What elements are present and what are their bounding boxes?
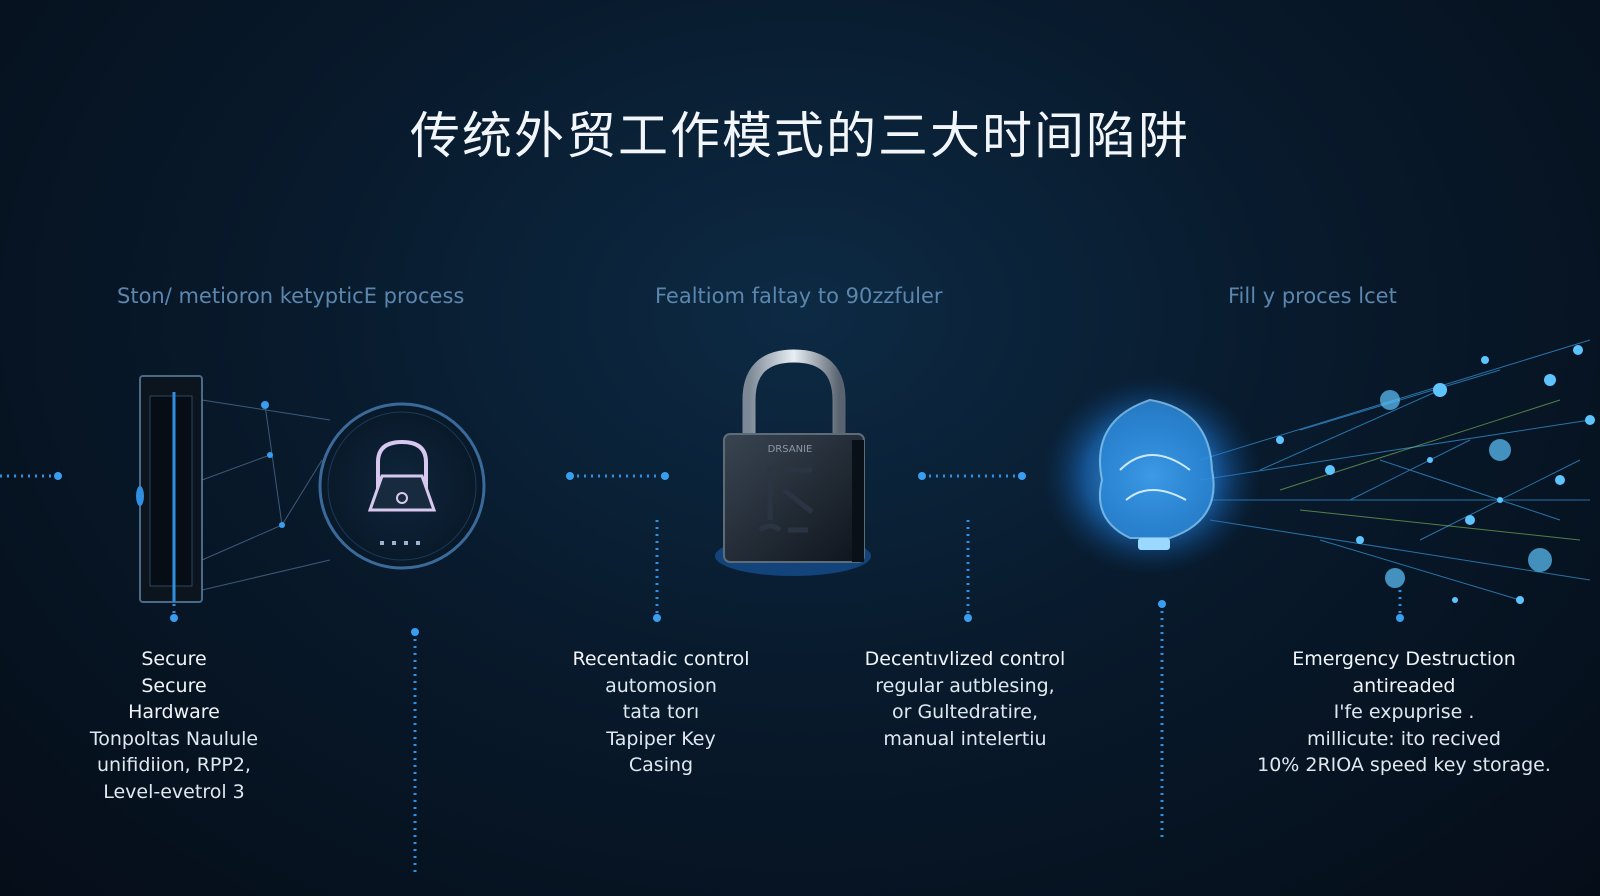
panel-2b-caption: Decentıvlized control regular autblesing…: [850, 646, 1080, 752]
particle-stream: [1199, 339, 1595, 604]
panel-3-heading: Fill y proces lcet: [1228, 284, 1397, 308]
panel-2-heading: Fealtiom faltay to 90zzfuler: [655, 284, 943, 308]
caption-line: tata torı: [622, 701, 700, 723]
caption-line: I'fe expuprise .: [1333, 701, 1475, 723]
caption-line: Secure: [141, 674, 207, 697]
caption-line: Casing: [628, 754, 694, 776]
caption-line: Tonpoltas Naulule: [89, 727, 259, 750]
caption-line: Secure: [141, 648, 207, 670]
network-node: [261, 401, 285, 528]
caption-line: 10% 2RIOA speed key storage.: [1257, 754, 1551, 776]
caption-line: Decentıvlized control: [864, 648, 1066, 670]
caption-line: unifidiion, RPP2,: [97, 754, 251, 776]
caption-line: regular autblesing,: [875, 674, 1055, 697]
connector-dot: [54, 472, 1404, 636]
padlock-icon: DRSANIE: [715, 349, 871, 576]
panel-1-caption: Secure Secure Hardware Tonpoltas Naulule…: [72, 646, 276, 805]
panel-2a-caption: Recentadic control automosion tata torı …: [550, 646, 772, 779]
padlock-label: DRSANIE: [768, 444, 813, 455]
hardware-device: [136, 375, 203, 603]
caption-line: millicute: ito recived: [1307, 727, 1501, 750]
lock-ring: [318, 402, 486, 570]
page-title: 传统外贸工作模式的三大时间陷阱: [410, 106, 1190, 165]
caption-line: antireaded: [1352, 674, 1456, 697]
caption-line: Recentadic control: [572, 648, 750, 670]
dotted-connector: [0, 474, 1402, 872]
caption-line: Level-evetrol 3: [103, 780, 245, 803]
caption-line: manual intelertiu: [883, 727, 1047, 750]
glowing-brain-icon: [1042, 376, 1262, 576]
caption-line: automosion: [605, 674, 717, 697]
panel-3-caption: Emergency Destruction antireaded I'fe ex…: [1244, 646, 1564, 779]
caption-line: Emergency Destruction: [1292, 648, 1516, 670]
caption-line: Hardware: [128, 701, 220, 723]
network-lines: [201, 399, 331, 591]
caption-line: Tapiper Key: [606, 727, 716, 750]
panel-1-heading: Ston/ metioron ketypticE process: [117, 284, 465, 308]
caption-line: or Gultedratire,: [891, 701, 1039, 723]
